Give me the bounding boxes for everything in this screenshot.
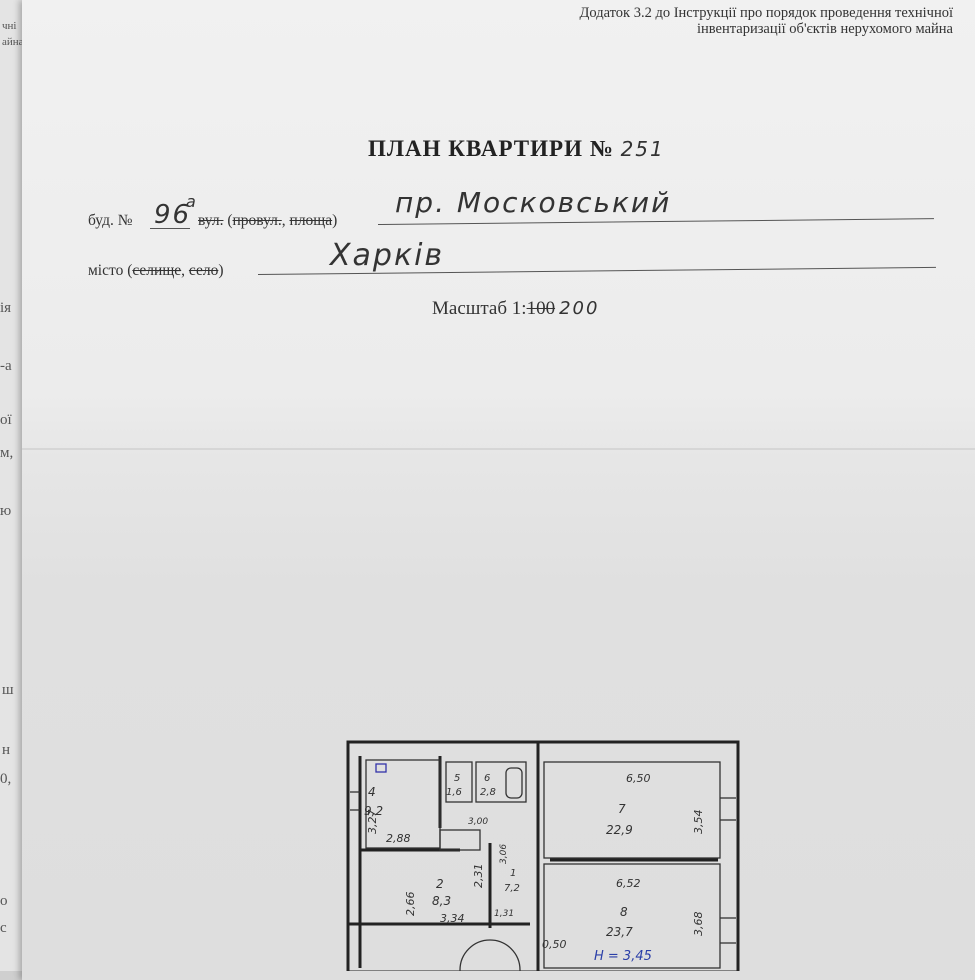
room-number: 2 — [436, 877, 444, 891]
dimension-label: 0,50 — [542, 938, 567, 951]
building-number-line — [150, 228, 190, 229]
dimension-label: 6,52 — [616, 877, 641, 890]
dimension-label: 3,54 — [692, 810, 705, 835]
underlying-text: айна — [2, 36, 24, 48]
square-struck: площа — [289, 212, 333, 229]
street-sep: , — [281, 212, 290, 229]
dimension-label: 6,50 — [626, 772, 651, 785]
bathtub-icon — [505, 767, 523, 799]
city-value: Харків — [330, 238, 445, 273]
room-area: 9,2 — [364, 804, 383, 818]
village-struck: село — [188, 262, 219, 279]
dimension-label: 3,27 — [366, 810, 379, 835]
dimension-label: 3,00 — [468, 817, 488, 827]
apartment-number: 251 — [620, 137, 665, 161]
page-title: ПЛАН КВАРТИРИ № 251 — [368, 136, 665, 162]
scale-text: Масштаб 1: — [432, 298, 527, 319]
title-text: ПЛАН КВАРТИРИ № — [368, 136, 614, 161]
underlying-text: чні — [2, 20, 17, 32]
dimension-label: 3,34 — [440, 912, 465, 925]
underlying-text: 0, — [0, 771, 12, 787]
stove-icon — [375, 763, 387, 773]
room-5-outline — [445, 761, 473, 803]
closet-outline — [439, 829, 481, 851]
room-number: 4 — [368, 785, 376, 799]
underlying-text: ія — [0, 300, 12, 316]
room-number: 8 — [620, 905, 628, 919]
town-struck: селище — [132, 262, 182, 279]
street-open: ( — [223, 212, 233, 229]
underlying-text: ої — [0, 412, 12, 428]
dimension-label: 1,31 — [494, 909, 514, 919]
underlying-text: н — [2, 742, 11, 758]
paper-fold — [22, 448, 975, 450]
room-area: 8,3 — [432, 894, 451, 908]
underlying-text: ш — [2, 682, 14, 698]
street-close: ) — [332, 212, 338, 229]
underlying-text: -а — [0, 358, 12, 374]
dimension-label: 2,31 — [472, 864, 485, 889]
street-struck: вул. — [198, 212, 224, 229]
city-close: ) — [218, 262, 224, 279]
underlying-text: ю — [0, 503, 12, 519]
room-4-outline — [365, 759, 441, 849]
street-value: пр. Московський — [395, 186, 672, 219]
dimension-label: 2,88 — [386, 832, 411, 845]
room-area: 22,9 — [606, 823, 633, 837]
room-6-outline — [475, 761, 527, 803]
building-label: буд. № — [88, 212, 133, 229]
document-sheet — [22, 0, 975, 980]
room-8-outline — [543, 863, 721, 969]
room-number: 6 — [484, 773, 490, 784]
dimension-label: 3,68 — [692, 912, 705, 937]
room-area: 2,8 — [480, 787, 496, 798]
ceiling-height-note: Н = 3,45 — [594, 949, 652, 964]
door-swing — [459, 939, 521, 971]
annex-line-2: інвентаризації об'єктів нерухомого майна — [697, 21, 953, 37]
room-number: 1 — [510, 868, 516, 879]
city-type-label: місто (селище, село) — [88, 262, 224, 280]
annex-line-1: Додаток 3.2 до Інструкції про порядок пр… — [579, 5, 953, 21]
room-area: 7,2 — [504, 883, 520, 894]
lane-struck: провул. — [232, 212, 282, 229]
city-sep: , — [181, 262, 189, 279]
scale-value: 200 — [559, 298, 600, 319]
dimension-label: 3,06 — [499, 844, 509, 864]
room-area: 1,6 — [446, 787, 462, 798]
room-number: 5 — [454, 773, 460, 784]
street-type-label: вул. (провул., площа) — [198, 212, 337, 230]
underlying-text: о — [0, 893, 8, 909]
underlying-text: м, — [0, 445, 14, 461]
annex-note: Додаток 3.2 до Інструкції про порядок пр… — [579, 5, 953, 37]
floor-plan: 4 9,2 5 1,6 6 2,8 7 22,9 2 8,3 1 7,2 8 2… — [346, 740, 740, 971]
city-open: місто ( — [88, 262, 133, 279]
building-suffix: а — [186, 192, 198, 211]
underlying-text: с — [0, 920, 7, 936]
room-7-outline — [543, 761, 721, 859]
plan-outer-wall — [346, 740, 740, 971]
dimension-label: 2,66 — [404, 892, 417, 917]
room-area: 23,7 — [606, 925, 633, 939]
building-number: 96 — [154, 200, 192, 230]
scale-struck: 100 — [526, 298, 556, 319]
room-number: 7 — [618, 802, 626, 816]
